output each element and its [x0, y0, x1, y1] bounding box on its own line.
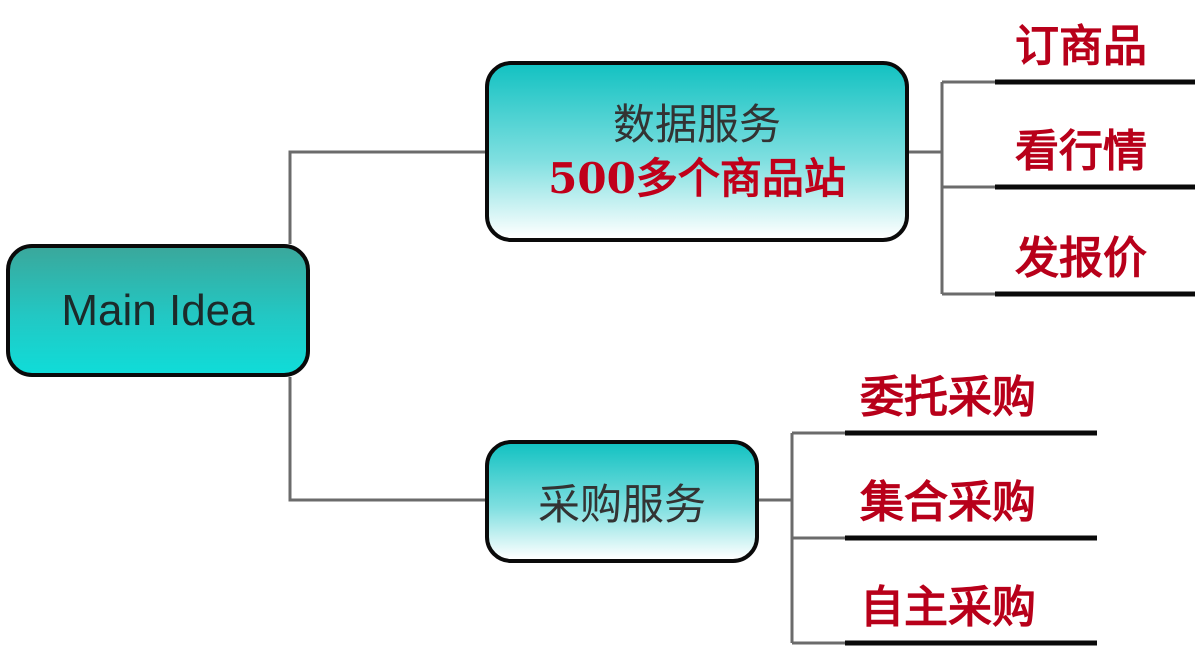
data-service-title: 数据服务 — [612, 99, 781, 149]
leaf-order-goods[interactable]: 订商品 — [1015, 21, 1147, 72]
leaf-send-quote[interactable]: 发报价 — [1015, 233, 1147, 284]
data-service-node[interactable]: 数据服务 500多个商品站 — [485, 61, 909, 242]
connector-main-to-data — [288, 150, 485, 244]
procurement-service-title: 采购服务 — [537, 480, 706, 529]
procurement-service-node[interactable]: 采购服务 — [485, 440, 759, 563]
data-service-subtitle: 500多个商品站 — [548, 153, 846, 203]
leaf-self-purchase[interactable]: 自主采购 — [860, 582, 1036, 633]
connector-main-to-buy — [288, 377, 485, 502]
leaf-group-purchase[interactable]: 集合采购 — [860, 477, 1036, 528]
main-idea-label: Main Idea — [61, 285, 255, 335]
main-idea-node[interactable]: Main Idea — [6, 244, 310, 377]
leaf-view-market[interactable]: 看行情 — [1015, 126, 1147, 177]
leaf-entrusted-purchase[interactable]: 委托采购 — [860, 372, 1036, 423]
